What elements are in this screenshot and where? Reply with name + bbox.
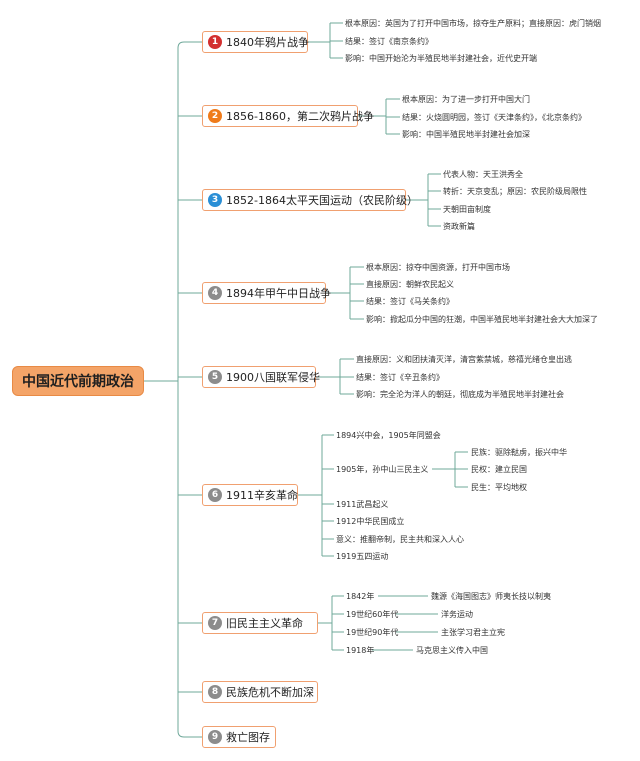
leaf-6-6: 1919五四运动 [336, 552, 389, 561]
branch-5: 5 1900八国联军侵华 [202, 366, 320, 388]
branch-5-label: 1900八国联军侵华 [226, 371, 320, 384]
event-7-1: 魏源《海国图志》师夷长技以制夷 [431, 592, 551, 601]
branch-4-label: 1894年甲午中日战争 [226, 287, 331, 300]
time-7-2: 19世纪60年代 [346, 610, 399, 619]
leaf-1-3: 影响：中国开始沦为半殖民地半封建社会，近代史开端 [345, 54, 537, 63]
branch-9: 9 救亡图存 [202, 726, 276, 748]
badge-6-icon: 6 [208, 488, 222, 502]
leaf-6-5: 意义：推翻帝制，民主共和深入人心 [336, 535, 464, 544]
leaf-5-2: 结果：签订《辛丑条约》 [356, 373, 444, 382]
branch-8: 8 民族危机不断加深 [202, 681, 318, 703]
branch-connector-1 [177, 41, 202, 49]
leaf-6-4: 1912中华民国成立 [336, 517, 405, 526]
badge-1-icon: 1 [208, 35, 222, 49]
leaf-4-2: 直接原因：朝鲜农民起义 [366, 280, 454, 289]
event-7-3: 主张学习君主立宪 [441, 628, 505, 637]
branch-1: 1 1840年鸦片战争 [202, 31, 309, 53]
leaf-3-4: 资政新篇 [443, 222, 475, 231]
branch-9-label: 救亡图存 [226, 731, 270, 744]
leaf-4-1: 根本原因：掠夺中国资源，打开中国市场 [366, 263, 510, 272]
badge-5-icon: 5 [208, 370, 222, 384]
badge-8-icon: 8 [208, 685, 222, 699]
branch-4: 4 1894年甲午中日战争 [202, 282, 331, 304]
leaf-3-2: 转折：天京变乱；原因：农民阶级局限性 [443, 187, 587, 196]
leaf-3-1: 代表人物：天王洪秀全 [443, 170, 523, 179]
badge-3-icon: 3 [208, 193, 222, 207]
sub-6-3: 民生：平均地权 [471, 483, 527, 492]
leaf-1-2: 结果：签订《南京条约》 [345, 37, 433, 46]
leaf-2-1: 根本原因：为了进一步打开中国大门 [402, 95, 530, 104]
leaf-5-3: 影响：完全沦为洋人的朝廷，彻底成为半殖民地半封建社会 [356, 390, 564, 399]
leaf-6-2: 1905年，孙中山三民主义 [336, 465, 429, 474]
badge-4-icon: 4 [208, 286, 222, 300]
badge-2-icon: 2 [208, 109, 222, 123]
time-7-3: 19世纪90年代 [346, 628, 399, 637]
event-7-4: 马克思主义传入中国 [416, 646, 488, 655]
branch-6-label: 1911辛亥革命 [226, 489, 298, 502]
leaf-6-1: 1894兴中会，1905年同盟会 [336, 431, 441, 440]
branch-1-label: 1840年鸦片战争 [226, 36, 309, 49]
branch-8-label: 民族危机不断加深 [226, 686, 314, 699]
time-7-1: 1842年 [346, 592, 375, 601]
leaf-2-3: 影响：中国半殖民地半封建社会加深 [402, 130, 530, 139]
leaf-3-3: 天朝田亩制度 [443, 205, 491, 214]
branch-7: 7 旧民主主义革命 [202, 612, 318, 634]
branch-2: 2 1856-1860，第二次鸦片战争 [202, 105, 374, 127]
leaf-4-4: 影响：掀起瓜分中国的狂潮，中国半殖民地半封建社会大大加深了 [366, 315, 598, 324]
branch-connector-9 [177, 730, 202, 738]
branch-6: 6 1911辛亥革命 [202, 484, 298, 506]
leaf-2-2: 结果：火烧圆明园，签订《天津条约》，《北京条约》 [402, 113, 586, 122]
branch-7-label: 旧民主主义革命 [226, 617, 303, 630]
time-7-4: 1918年 [346, 646, 375, 655]
root-node: 中国近代前期政治 [12, 366, 144, 396]
sub-6-2: 民权：建立民国 [471, 465, 527, 474]
leaf-4-3: 结果：签订《马关条约》 [366, 297, 454, 306]
branch-2-label: 1856-1860，第二次鸦片战争 [226, 110, 374, 123]
leaf-1-1: 根本原因：英国为了打开中国市场，掠夺生产原料；直接原因：虎门销烟 [345, 19, 601, 28]
event-7-2: 洋务运动 [441, 610, 473, 619]
leaf-5-1: 直接原因：义和团扶清灭洋，清宫紫禁城，慈禧光绪仓皇出逃 [356, 355, 572, 364]
branch-3-label: 1852-1864太平天国运动（农民阶级） [226, 194, 418, 207]
badge-7-icon: 7 [208, 616, 222, 630]
branch-3: 3 1852-1864太平天国运动（农民阶级） [202, 189, 418, 211]
leaf-6-3: 1911武昌起义 [336, 500, 389, 509]
badge-9-icon: 9 [208, 730, 222, 744]
sub-6-1: 民族：驱除鞑虏，振兴中华 [471, 448, 567, 457]
